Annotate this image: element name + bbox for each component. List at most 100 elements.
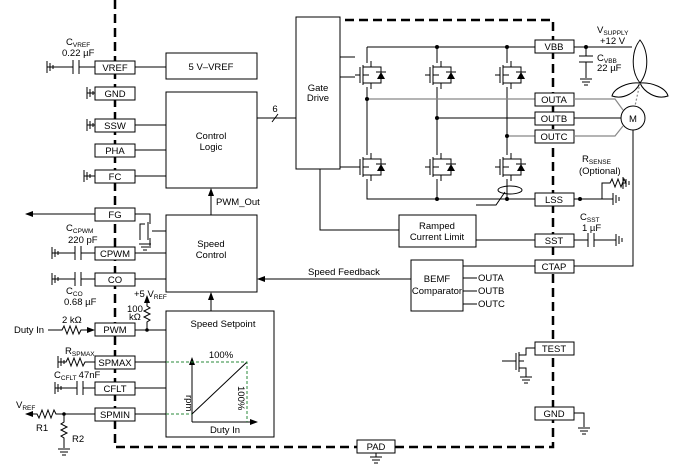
svg-text:Comparator: Comparator xyxy=(412,286,462,297)
svg-text:Gate: Gate xyxy=(308,83,329,94)
svg-text:CVBB: CVBB xyxy=(597,53,617,65)
pin-ctap[interactable]: CTAP xyxy=(534,259,575,274)
svg-text:CPWM: CPWM xyxy=(100,249,130,260)
svg-text:PHA: PHA xyxy=(105,146,125,157)
pin-gnd-right[interactable]: GND xyxy=(534,406,575,421)
svg-text:FC: FC xyxy=(109,172,122,183)
pin-ssw[interactable]: SSW xyxy=(94,118,136,133)
pin-sst[interactable]: SST xyxy=(534,233,575,248)
pin-lss[interactable]: LSS xyxy=(534,192,575,207)
svg-text:VBB: VBB xyxy=(544,42,563,53)
svg-text:OUTC: OUTC xyxy=(541,132,568,143)
svg-text:0.22 µF: 0.22 µF xyxy=(62,48,95,59)
test-fet xyxy=(502,347,535,384)
svg-text:OUTA: OUTA xyxy=(541,95,567,106)
svg-text:VREF: VREF xyxy=(102,63,128,74)
svg-text:PAD: PAD xyxy=(367,442,386,453)
pin-spmax[interactable]: SPMAX xyxy=(94,355,136,370)
svg-text:CSST: CSST xyxy=(580,212,600,224)
rspmax-resistor: RSPMAX xyxy=(57,346,95,369)
svg-text:5 V–VREF: 5 V–VREF xyxy=(189,62,234,73)
pin-cflt[interactable]: CFLT xyxy=(94,381,136,396)
pin-pad[interactable]: PAD xyxy=(356,439,396,454)
svg-text:CVREF: CVREF xyxy=(66,37,90,49)
duty-in-label: Duty In xyxy=(14,325,44,336)
svg-text:CTAP: CTAP xyxy=(542,262,567,273)
svg-text:GND: GND xyxy=(543,409,564,420)
svg-text:Drive: Drive xyxy=(307,93,329,104)
svg-text:TEST: TEST xyxy=(542,344,566,355)
pin-cpwm[interactable]: CPWM xyxy=(94,246,136,261)
vsupply-cvbb: VSUPPLY +12 V CVBB 22 µF xyxy=(574,25,632,86)
svg-text:0.68 µF: 0.68 µF xyxy=(64,297,97,308)
cvref-capacitor: CVREF 0.22 µF xyxy=(46,37,95,74)
svg-text:SPMAX: SPMAX xyxy=(98,358,132,369)
fan-icon xyxy=(611,39,669,107)
svg-text:220 pF: 220 pF xyxy=(68,235,98,246)
svg-text:Current Limit: Current Limit xyxy=(410,232,465,243)
spmin-divider: VREF R1 R2 xyxy=(16,400,95,456)
pin-vref[interactable]: VREF xyxy=(94,60,136,75)
cco-capacitor: CCO 0.68 µF xyxy=(51,272,97,308)
svg-text:R2: R2 xyxy=(72,434,84,445)
motor: M xyxy=(574,39,669,267)
pin-spmin[interactable]: SPMIN xyxy=(94,407,136,422)
pin-outc[interactable]: OUTC xyxy=(534,129,575,144)
graph-y-label: rpm xyxy=(183,395,194,411)
svg-text:Control: Control xyxy=(196,131,227,142)
fg-open-drain-fet xyxy=(135,213,166,251)
svg-text:CO: CO xyxy=(108,275,122,286)
svg-text:FG: FG xyxy=(108,210,121,221)
svg-text:GND: GND xyxy=(104,89,125,100)
svg-text:Speed: Speed xyxy=(197,239,224,250)
svg-text:(Optional): (Optional) xyxy=(579,166,621,177)
svg-text:VREF: VREF xyxy=(16,400,35,412)
svg-text:Ramped: Ramped xyxy=(419,221,455,232)
svg-text:1 µF: 1 µF xyxy=(582,223,601,234)
svg-text:SST: SST xyxy=(545,236,564,247)
pin-test[interactable]: TEST xyxy=(534,341,575,356)
pin-gnd[interactable]: GND xyxy=(94,86,136,101)
pin-pha[interactable]: PHA xyxy=(94,143,136,158)
svg-text:VSUPPLY: VSUPPLY xyxy=(597,25,629,37)
pwm-out-label: PWM_Out xyxy=(216,197,260,208)
svg-text:CCO: CCO xyxy=(66,286,83,298)
csst-capacitor: CSST 1 µF xyxy=(574,212,623,247)
svg-text:OUTB: OUTB xyxy=(541,114,567,125)
graph-top-label: 100% xyxy=(209,350,234,361)
svg-text:+5 VREF: +5 VREF xyxy=(134,289,167,301)
pin-pwm[interactable]: PWM xyxy=(94,322,136,337)
pin-fg[interactable]: FG xyxy=(94,207,136,222)
svg-text:RSPMAX: RSPMAX xyxy=(65,346,95,358)
bemf-input-outc: OUTC xyxy=(478,299,505,310)
svg-text:M: M xyxy=(629,114,637,125)
pin-vbb[interactable]: VBB xyxy=(534,39,575,54)
pin-outb[interactable]: OUTB xyxy=(534,111,575,126)
block-5v-vref: 5 V–VREF xyxy=(165,52,258,80)
left-pins: VREF GND SSW PHA FC FG CPWM CO PWM SPMAX… xyxy=(94,60,136,422)
ccpwm-capacitor: CCPWM 220 pF xyxy=(51,223,98,260)
svg-text:CCPWM: CCPWM xyxy=(66,223,93,235)
pin-fc[interactable]: FC xyxy=(94,169,136,184)
h-bridge xyxy=(340,45,535,201)
duty-resistor: 2 kΩ xyxy=(48,315,95,336)
svg-text:SPMIN: SPMIN xyxy=(100,410,130,421)
pin-co[interactable]: CO xyxy=(94,272,136,287)
pullup-resistor: +5 VREF 100 kΩ xyxy=(127,289,167,332)
svg-text:kΩ: kΩ xyxy=(129,312,141,323)
svg-text:Logic: Logic xyxy=(200,142,223,153)
svg-text:CFLT: CFLT xyxy=(103,384,126,395)
block-speed-setpoint: Speed Setpoint xyxy=(165,310,275,438)
graph-right-label: 100% xyxy=(235,386,246,411)
svg-text:Control: Control xyxy=(196,250,227,261)
pin-outa[interactable]: OUTA xyxy=(534,92,575,107)
bemf-input-outb: OUTB xyxy=(478,286,504,297)
bus-width-label: 6 xyxy=(272,104,277,115)
